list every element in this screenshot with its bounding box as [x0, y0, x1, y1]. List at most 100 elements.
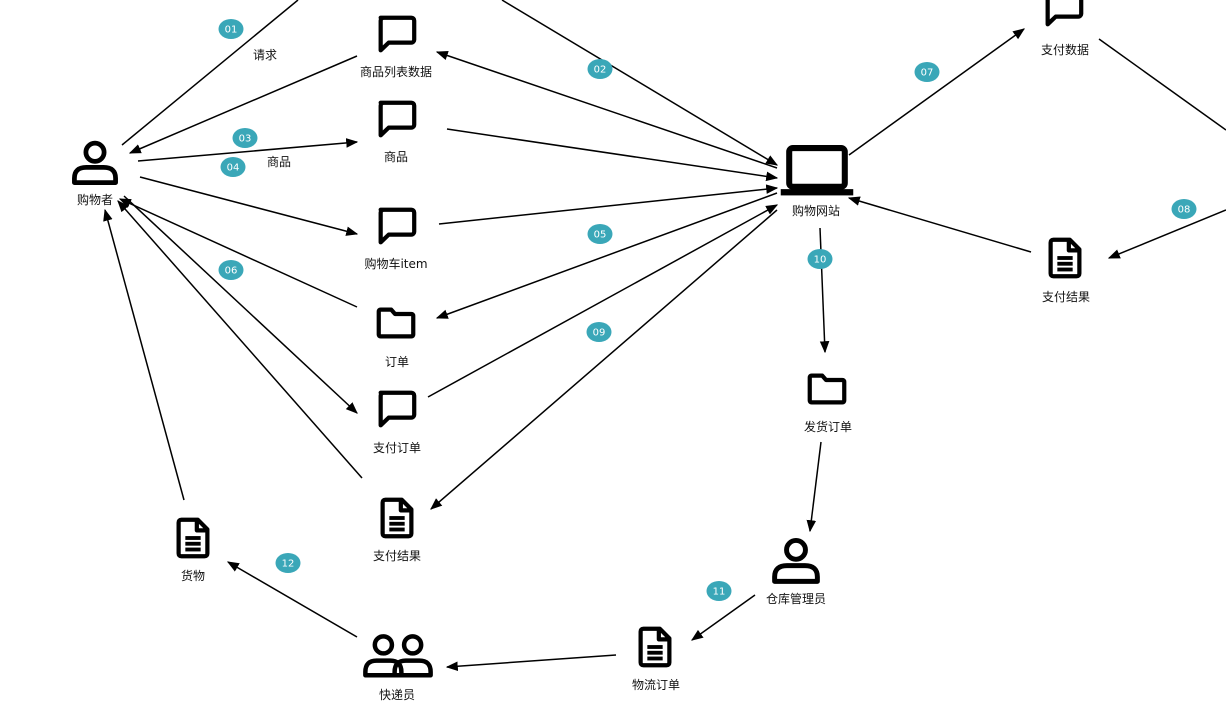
badge-number: 12	[282, 559, 295, 570]
badge-shape	[807, 249, 833, 269]
edge-request-to-website	[501, 0, 779, 166]
badge-number: 10	[814, 255, 827, 266]
badge-number: 08	[1178, 205, 1191, 216]
message-icon	[1048, 0, 1082, 24]
node-cart-item[interactable]: 购物车item	[364, 210, 428, 271]
node-pay-data[interactable]: 支付数据	[1041, 0, 1089, 57]
step-badges: 01 02 03 04 05 06 07 08	[218, 19, 1197, 601]
step-badge: 01	[218, 19, 244, 39]
message-icon	[381, 210, 415, 243]
badge-number: 03	[239, 134, 252, 145]
edge-website-to-pay-data	[848, 28, 1025, 156]
edge-labels: 请求 商品	[253, 48, 291, 169]
node-label: 支付结果	[1042, 290, 1090, 304]
person-icon	[74, 143, 115, 182]
node-label: 支付订单	[373, 441, 421, 455]
node-label: 购物网站	[792, 203, 840, 218]
step-badge: 12	[275, 553, 301, 573]
people-icon	[365, 636, 430, 675]
node-warehouse-admin[interactable]: 仓库管理员	[766, 540, 826, 606]
node-product[interactable]: 商品	[381, 103, 415, 164]
step-badge: 05	[587, 224, 613, 244]
node-ship-order[interactable]: 发货订单	[804, 376, 852, 434]
node-pay-result-left[interactable]: 支付结果	[373, 500, 421, 563]
message-icon	[381, 393, 415, 426]
document-icon	[1051, 240, 1080, 276]
node-courier[interactable]: 快递员	[365, 636, 430, 702]
badge-shape	[706, 581, 732, 601]
edge-order-to-shopper	[118, 198, 358, 308]
node-shopper[interactable]: 购物者	[74, 143, 115, 207]
node-label: 仓库管理员	[766, 591, 826, 606]
edge-warehouse-admin-to-logistics-order	[691, 594, 756, 641]
message-icon	[381, 18, 415, 51]
badge-shape	[587, 224, 613, 244]
badge-shape	[220, 157, 246, 177]
edge-website-to-order	[435, 192, 778, 319]
edge-courier-to-goods	[226, 561, 358, 638]
node-goods[interactable]: 货物	[179, 520, 208, 583]
badge-shape	[232, 128, 258, 148]
node-logistics-order[interactable]: 物流订单	[632, 629, 680, 692]
step-badge: 06	[218, 260, 244, 280]
nodes: 购物者 商品列表数据 商品 购物车item 订单 支付订单 支付结果 货物	[74, 0, 1090, 702]
edges	[103, 0, 1226, 672]
badge-number: 06	[225, 266, 238, 277]
laptop-icon	[781, 148, 854, 195]
node-product-list[interactable]: 商品列表数据	[360, 18, 432, 79]
edge-ship-order-to-warehouse-admin	[806, 441, 822, 533]
node-pay-order[interactable]: 支付订单	[373, 393, 421, 455]
node-label: 支付数据	[1041, 42, 1089, 57]
edge-website-to-product-list	[435, 50, 778, 169]
step-badge: 10	[807, 249, 833, 269]
badge-shape	[586, 322, 612, 342]
step-badge: 03	[232, 128, 258, 148]
node-label: 商品	[384, 149, 408, 164]
edge-shopper-to-pay-order	[123, 195, 358, 414]
node-order[interactable]: 订单	[379, 310, 414, 369]
badge-shape	[587, 59, 613, 79]
edge-label-request: 请求	[253, 48, 277, 62]
edge-pay-order-to-website	[427, 204, 779, 398]
step-badge: 11	[706, 581, 732, 601]
node-label: 物流订单	[632, 678, 680, 692]
edge-shopper-request-up	[121, 0, 299, 146]
badge-number: 05	[594, 230, 607, 241]
badge-number: 02	[594, 65, 607, 76]
node-label: 快递员	[379, 688, 415, 702]
badge-number: 11	[713, 587, 726, 598]
edge-goods-to-shopper	[103, 208, 185, 501]
badge-number: 07	[921, 68, 934, 79]
message-icon	[381, 103, 415, 136]
edge-shopper-to-cart-item	[139, 176, 359, 236]
edge-product-list-to-shopper	[128, 55, 358, 154]
edge-website-to-pay-result-left	[430, 209, 778, 510]
step-badge: 09	[586, 322, 612, 342]
edge-pay-result-left-to-shopper	[117, 200, 363, 479]
node-website[interactable]: 购物网站	[781, 148, 854, 218]
node-pay-result-right[interactable]: 支付结果	[1042, 240, 1090, 304]
edge-website-to-ship-order	[819, 227, 830, 354]
step-badge: 04	[220, 157, 246, 177]
edge-offscreen-to-pay-result-right	[1107, 209, 1226, 259]
step-badge: 08	[1171, 199, 1197, 219]
badge-shape	[1171, 199, 1197, 219]
edge-pay-result-right-to-website	[847, 196, 1032, 253]
document-icon	[641, 629, 670, 665]
person-icon	[775, 540, 818, 581]
edge-label-product: 商品	[267, 154, 291, 169]
badge-number: 09	[593, 328, 606, 339]
badge-shape	[218, 260, 244, 280]
step-badge: 07	[914, 62, 940, 82]
node-label: 购物者	[77, 192, 113, 207]
badge-shape	[275, 553, 301, 573]
node-label: 商品列表数据	[360, 64, 432, 79]
document-icon	[383, 500, 412, 536]
badge-shape	[914, 62, 940, 82]
badge-shape	[218, 19, 244, 39]
node-label: 支付结果	[373, 549, 421, 563]
document-icon	[179, 520, 208, 556]
edge-pay-data-right	[1098, 38, 1226, 131]
badge-number: 04	[227, 163, 240, 174]
